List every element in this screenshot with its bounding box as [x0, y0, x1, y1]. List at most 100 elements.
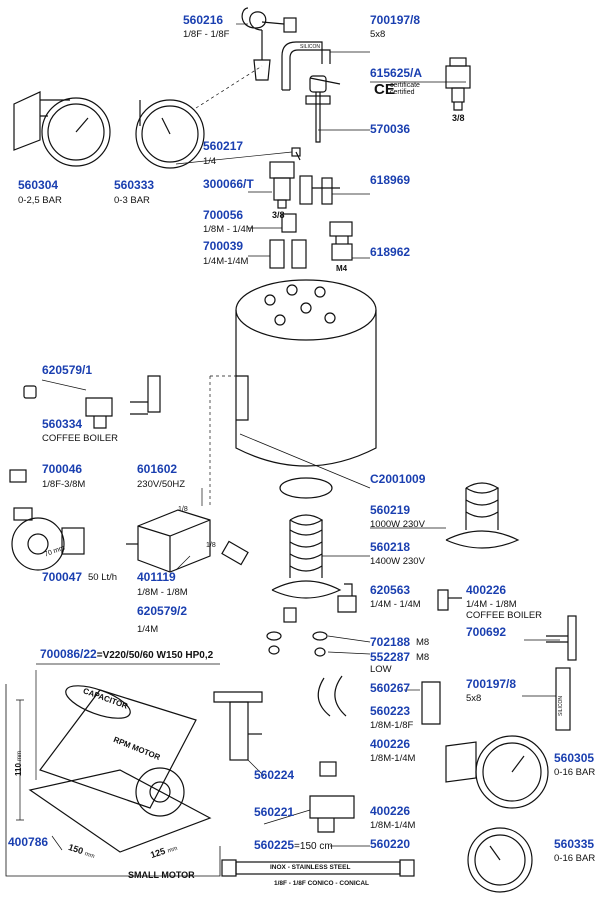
- silicone-tube-bottom-drawing: [555, 667, 571, 731]
- part-code-300066: 300066/T: [203, 177, 254, 191]
- part-code-700197-top: 700197/8: [370, 13, 421, 27]
- certificate-text: certificate: [390, 82, 420, 89]
- part-code-560219: 560219: [370, 503, 411, 517]
- capillary-tube-drawing: [241, 7, 297, 81]
- hose-ends-label: 1/8F - 1/8F CONICO - CONICAL: [274, 880, 369, 887]
- part-code-560218: 560218: [370, 540, 411, 554]
- part-code-700692: 700692: [466, 625, 507, 639]
- pressure-gauge-560305-drawing: [445, 735, 549, 809]
- part-code-560217: 560217: [203, 139, 244, 153]
- thermostat-elements-drawing: [329, 221, 353, 261]
- part-desc-560219: 1000W 230V: [370, 519, 425, 530]
- solenoid-port-label-b: 1/8: [206, 542, 216, 549]
- part-desc-700047: 50 Lt/h: [88, 572, 118, 583]
- flow-components-drawing: [213, 675, 441, 833]
- part-code-700046: 700046: [42, 462, 83, 476]
- part-code-560220: 560220: [370, 837, 411, 851]
- part-desc-400226-top: 1/4M - 1/8M: [466, 599, 517, 610]
- part-desc2-552287: LOW: [370, 664, 392, 675]
- part-desc-700086: =V220/50/60 W150 HP0,2: [96, 650, 214, 661]
- part-desc-700056: 1/8M - 1/4M: [203, 224, 254, 235]
- part-code-400226-top: 400226: [466, 583, 507, 597]
- hose-material-label: INOX - STAINLESS STEEL: [270, 864, 351, 871]
- part-code-615625: 615625/A: [370, 66, 423, 80]
- part-desc-560218: 1400W 230V: [370, 556, 425, 567]
- solenoid-port-label-a: 1/8: [178, 506, 188, 513]
- motor-drawing: [28, 685, 212, 853]
- part-code-620579-2: 620579/2: [137, 604, 188, 618]
- braided-hose-drawing: [221, 859, 415, 877]
- part-desc-560304: 0-2,5 BAR: [18, 195, 62, 206]
- part-code-560216: 560216: [183, 13, 224, 27]
- part-desc-700046: 1/8F-3/8M: [42, 479, 86, 490]
- part-code-c2001009: C2001009: [370, 472, 426, 486]
- part-code-560221: 560221: [254, 805, 295, 819]
- solenoid-valve-drawing: [126, 509, 249, 573]
- silicon-bottom-label: SILICON: [558, 695, 564, 716]
- coffee-boiler-fittings-drawing: [23, 375, 161, 429]
- heating-element-560219-drawing: [445, 482, 520, 549]
- part-desc2-400226-top: COFFEE BOILER: [466, 610, 543, 621]
- thread-label-300066: 3/8: [272, 210, 285, 220]
- pressure-gauge-560335-drawing: [467, 827, 533, 893]
- part-desc-401119: 1/8M - 1/8M: [137, 587, 188, 598]
- part-desc-601602: 230V/50HZ: [137, 479, 186, 490]
- part-code-618962: 618962: [370, 245, 411, 259]
- part-desc-700197-top: 5x8: [370, 29, 386, 40]
- part-code-601602: 601602: [137, 462, 178, 476]
- thread-label-m4: M4: [336, 264, 348, 273]
- part-desc-702188: M8: [416, 637, 430, 648]
- part-desc-400226-mid: 1/8M-1/4M: [370, 753, 416, 764]
- part-code-400226-mid: 400226: [370, 737, 411, 751]
- pressure-gauge-560333-drawing: [135, 99, 205, 169]
- heating-element-560218-drawing: [271, 514, 342, 599]
- part-code-560334: 560334: [42, 417, 83, 431]
- height-value: 110: [14, 763, 23, 776]
- part-desc-560217: 1/4: [203, 156, 217, 167]
- part-code-560224: 560224: [254, 768, 295, 782]
- part-code-700039: 700039: [203, 239, 244, 253]
- pressostat-fittings-drawing: [269, 147, 340, 209]
- part-desc-560216: 1/8F - 1/8F: [183, 29, 230, 40]
- part-code-620563: 620563: [370, 583, 411, 597]
- part-code-401119: 401119: [137, 570, 176, 584]
- part-desc-560305: 0-16 BAR: [554, 767, 596, 778]
- part-desc-400226-bottom: 1/8M-1/4M: [370, 820, 416, 831]
- ce-mark: CE: [374, 81, 395, 98]
- silicone-tube-top-drawing: [281, 41, 331, 91]
- part-code-560267: 560267: [370, 681, 411, 695]
- part-desc-620579-2: 1/4M: [137, 624, 159, 635]
- part-code-560304: 560304: [18, 178, 59, 192]
- part-code-700056: 700056: [203, 208, 244, 222]
- pressure-gauge-560304-drawing: [13, 91, 111, 167]
- part-code-400226-bottom: 400226: [370, 804, 411, 818]
- part-code-560225: 560225: [254, 838, 295, 852]
- part-desc-700039: 1/4M-1/4M: [203, 256, 249, 267]
- part-code-560223: 560223: [370, 704, 411, 718]
- part-code-702188: 702188: [370, 635, 411, 649]
- silicon-top-label: SILICON: [300, 44, 321, 50]
- part-desc-560223: 1/8M-1/8F: [370, 720, 414, 731]
- part-desc-560334: COFFEE BOILER: [42, 433, 119, 444]
- part-code-700197-bottom: 700197/8: [466, 677, 517, 691]
- safety-valve-drawing: [445, 57, 471, 111]
- height-dimension: 110 mm: [14, 751, 23, 776]
- part-code-700086: 700086/22: [40, 647, 97, 661]
- certified-text: certified: [390, 89, 415, 96]
- part-code-700047: 700047: [42, 570, 83, 584]
- part-desc-560335: 0-16 BAR: [554, 853, 596, 864]
- part-code-560333: 560333: [114, 178, 155, 192]
- elbows-drawing: [337, 583, 462, 613]
- tee-connector-drawing: [546, 615, 577, 661]
- rotary-pump-drawing: [9, 469, 85, 571]
- nuts-washers-drawing: [266, 607, 328, 657]
- thread-label-615625: 3/8: [452, 113, 465, 123]
- part-code-570036: 570036: [370, 122, 411, 136]
- nipples-drawing: [269, 213, 307, 269]
- part-code-552287: 552287: [370, 650, 411, 664]
- small-motor-label: SMALL MOTOR: [128, 870, 195, 880]
- height-unit: mm: [17, 750, 23, 761]
- part-code-560305: 560305: [554, 751, 595, 765]
- part-desc-552287: M8: [416, 652, 430, 663]
